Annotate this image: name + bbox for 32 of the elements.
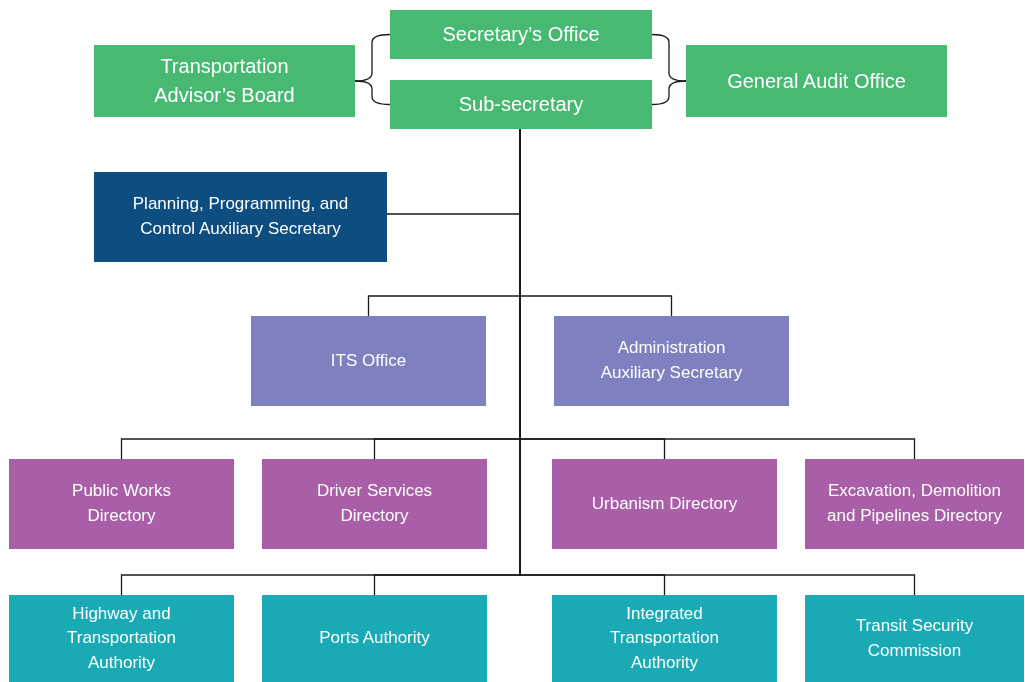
box-label: Planning, Programming, and Control Auxiliary Secretary [131,193,350,240]
box-label: ITS Office [330,349,407,372]
box-label: Public Works Directory [71,480,172,527]
org-box [390,80,652,129]
brace-connector [354,80,391,106]
box-label: Sub-secretary [458,92,584,117]
box-label: Transportation Advisor’s Board [153,54,296,108]
box-label: Administration Auxiliary Secretary [599,337,744,384]
org-box [390,10,652,59]
box-label: General Audit Office [727,68,906,94]
org-box [94,45,355,117]
org-box [262,595,487,682]
org-box [805,459,1024,549]
org-box [9,459,234,549]
org-box [552,595,777,682]
box-label: Driver Services Directory [315,480,434,527]
brace-connector [651,80,687,106]
box-label: Transit Security Commission [854,614,975,662]
org-box [9,595,234,682]
box-label: Excavation, Demolition and Pipelines Directory [827,480,1002,527]
org-box [262,459,487,549]
box-label: Ports Authority [319,627,430,650]
org-box [686,45,947,117]
box-label: Urbanism Directory [591,492,738,515]
org-box [805,595,1024,682]
box-label: Integrated Transportation Authority [609,602,720,674]
org-box [552,459,777,549]
org-box [251,316,486,406]
org-box [554,316,789,406]
box-label: Secretary’s Office [442,22,600,47]
box-label: Highway and Transportation Authority [66,602,177,674]
org-box [94,172,387,262]
